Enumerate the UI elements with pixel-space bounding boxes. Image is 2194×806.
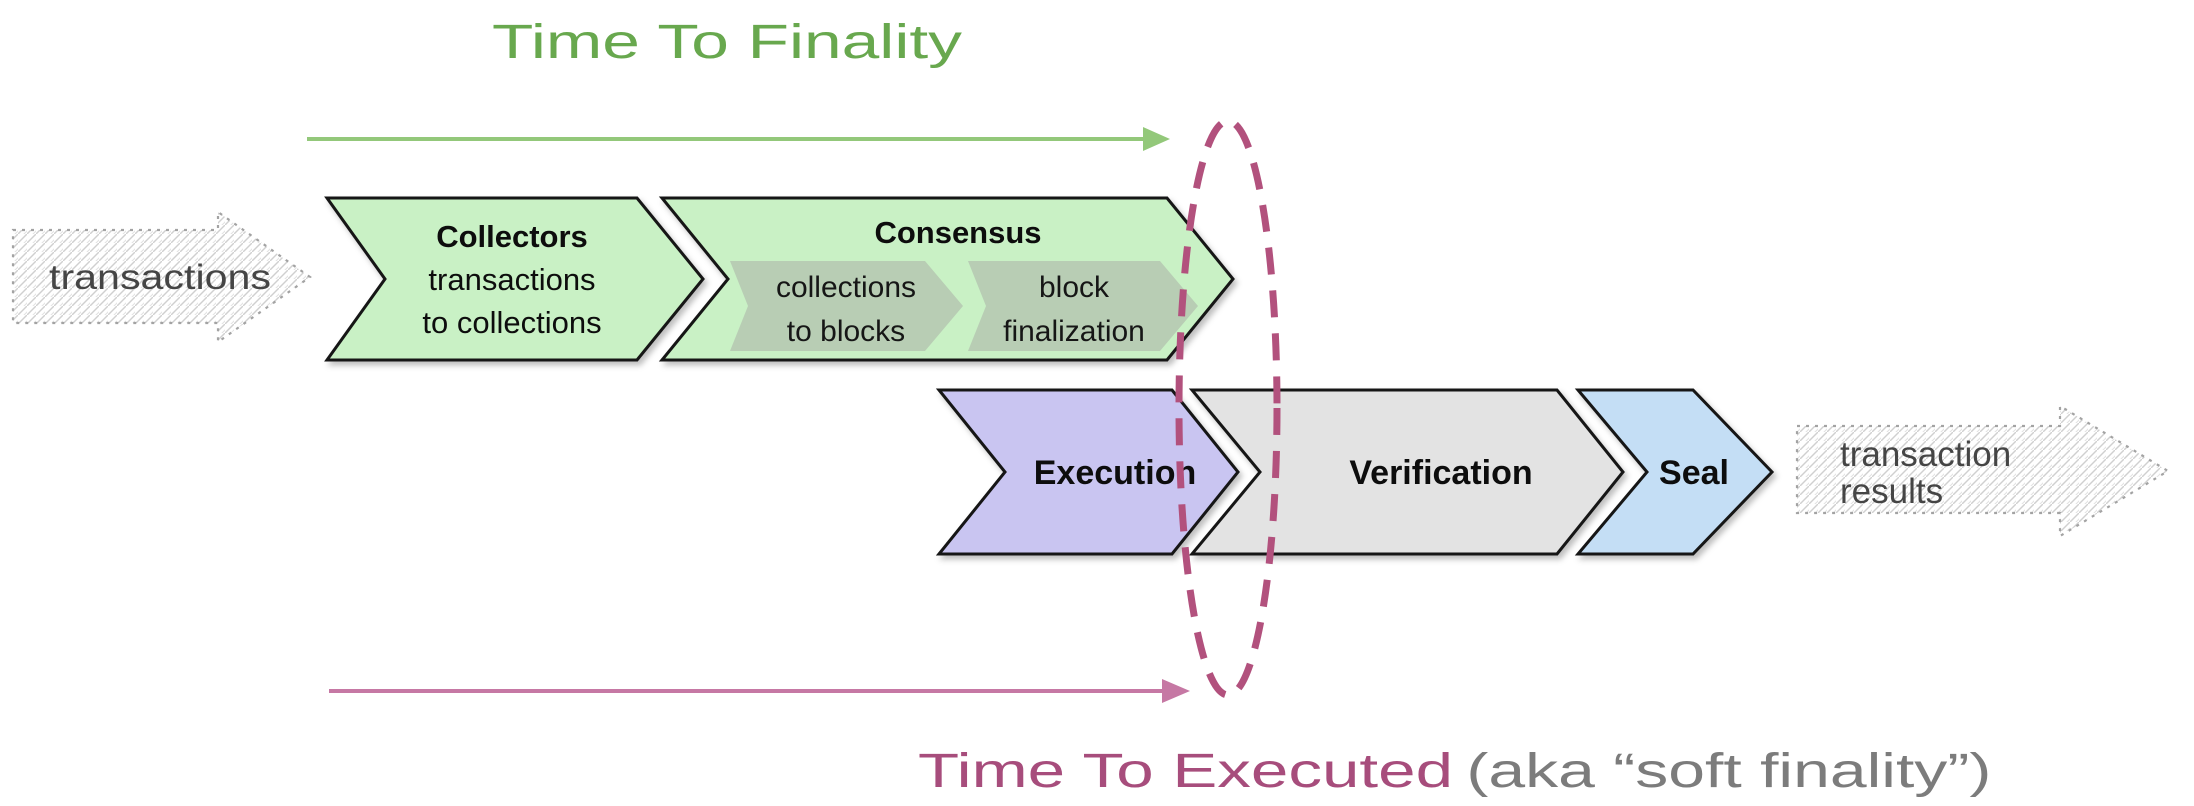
verification-title: Verification <box>1349 454 1532 492</box>
transaction-results-label-line1: transaction <box>1840 435 2011 474</box>
seal-title: Seal <box>1659 454 1729 492</box>
stage-execution <box>935 388 1240 556</box>
collectors-subtitle-line1: transactions <box>428 262 595 297</box>
collectors-subtitle-line2: to collections <box>422 305 601 340</box>
time-to-finality-label: Time To Finality <box>492 16 962 69</box>
collectors-title: Collectors <box>436 219 588 254</box>
transactions-input-arrow-shape <box>11 209 312 345</box>
substep1-line1: collections <box>776 271 916 304</box>
transaction-results-output-arrow: transaction results <box>1795 404 2171 538</box>
transactions-input-label: transactions <box>49 258 271 297</box>
stage-collectors <box>324 196 705 362</box>
stage-verification <box>1188 388 1625 556</box>
substep-collections-to-blocks <box>730 261 963 351</box>
soft-finality-note: (aka “soft finality”) <box>1466 745 1991 798</box>
time-to-executed-arrow <box>329 679 1190 703</box>
time-to-executed-label: Time To Executed <box>918 745 1453 798</box>
stage-seal <box>1574 388 1775 556</box>
substep2-line1: block <box>1039 271 1110 304</box>
time-to-finality-arrow <box>307 127 1170 151</box>
consensus-title: Consensus <box>874 215 1041 250</box>
time-to-finality-arrowhead-icon <box>1143 127 1170 151</box>
time-to-executed-caption: Time To Executed (aka “soft finality”) <box>918 745 1991 798</box>
transactions-input-arrow: transactions <box>11 209 312 345</box>
substep2-line2: finalization <box>1003 315 1145 348</box>
transaction-results-label-line2: results <box>1840 472 1943 511</box>
substep-block-finalization <box>968 261 1198 351</box>
substep1-line2: to blocks <box>787 315 905 348</box>
execution-title: Execution <box>1034 454 1196 492</box>
transaction-results-arrow-shape <box>1795 404 2171 538</box>
time-to-executed-arrowhead-icon <box>1162 679 1190 703</box>
executed-boundary-ellipse <box>1175 117 1281 699</box>
